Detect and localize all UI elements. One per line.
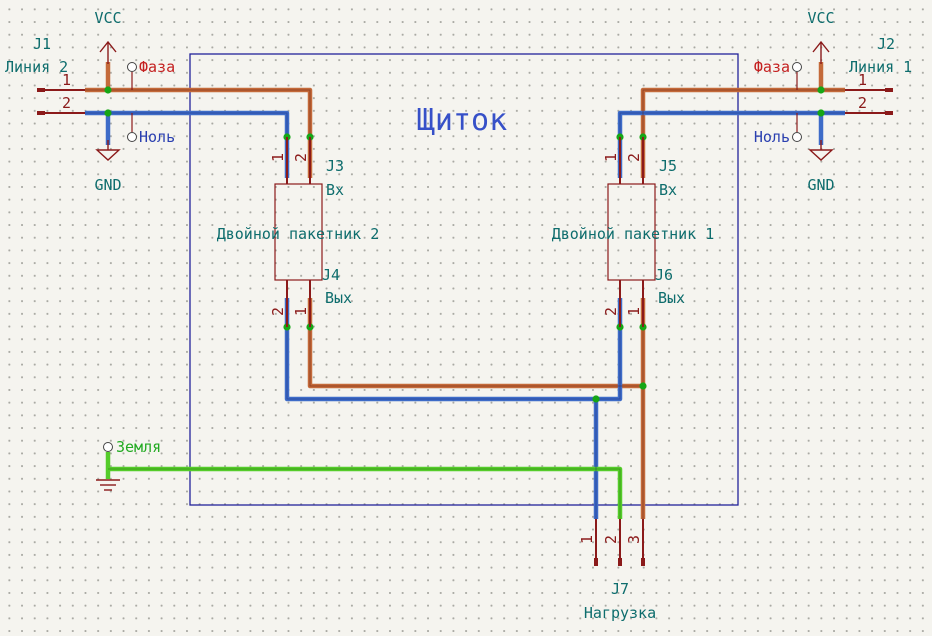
earth-wire-core (108, 468, 621, 519)
shield-frame (189, 53, 739, 506)
vcc-left-label: VCC (94, 9, 121, 27)
j1-pin-1-number: 1 (62, 71, 71, 89)
vcc-right-symbol[interactable]: VCC (807, 9, 835, 64)
j7-pin-2-end (618, 558, 622, 566)
phase-wire-line2 (85, 87, 313, 178)
j2-pin-2-number: 2 (858, 94, 867, 112)
earth-ground-icon (96, 479, 120, 491)
j7-pin-3-number: 3 (625, 535, 643, 544)
j4-value: Вых (325, 289, 352, 307)
j3-ref: J3 (326, 157, 344, 175)
j5-pins (619, 137, 644, 184)
j6-pins (619, 280, 644, 327)
net-label-phase-right[interactable]: Фаза (754, 58, 802, 90)
net-label-circle-icon (103, 442, 113, 452)
junction-dot (817, 86, 825, 94)
j4-pins (286, 280, 311, 327)
j1-pin-2-number: 2 (62, 94, 71, 112)
j2-pin-2-end (885, 111, 893, 115)
j5-pin-2-number: 2 (625, 153, 643, 162)
net-label-phase-left[interactable]: Фаза (127, 58, 176, 90)
switch-1-body (607, 183, 656, 281)
switch-2-body (274, 183, 323, 281)
net-label-earth[interactable]: Земля (96, 438, 161, 491)
vcc-left-symbol[interactable]: VCC (94, 9, 122, 64)
j6-ref: J6 (655, 266, 673, 284)
j3-pins (286, 137, 311, 184)
j1-value: Линия 2 (5, 58, 68, 76)
neutral-wire-cores (85, 112, 845, 519)
j7-ref: J7 (611, 580, 629, 598)
j1-pin-1-end (37, 88, 45, 92)
j2-ref: J2 (877, 35, 895, 53)
switch-2-label: Двойной пакетник 2 (217, 225, 380, 243)
j7-pin-3-end (641, 558, 645, 566)
connector-j7[interactable]: 1 2 3 J7 Нагрузка (578, 519, 656, 622)
phase-right-label: Фаза (754, 58, 790, 76)
connector-j2[interactable]: J2 Линия 1 1 2 (845, 35, 912, 115)
earth-wires (105, 452, 623, 519)
neutral-wire-return (593, 298, 623, 519)
j7-pin-1-end (594, 558, 598, 566)
junction-dot (104, 86, 112, 94)
junction-dot (817, 109, 825, 117)
j3-pin-1-number: 1 (269, 153, 287, 162)
j2-pin-1-end (885, 88, 893, 92)
junction-dot (592, 395, 600, 403)
switch-2[interactable]: 1 2 2 1 J3 Вх J4 Вых Двойной пакетник 2 (217, 137, 380, 327)
neutral-left-label: Ноль (139, 128, 175, 146)
j7-pin-1-number: 1 (578, 535, 596, 544)
gnd-left-symbol[interactable]: GND (94, 140, 122, 194)
j6-pin-2-number: 2 (602, 307, 620, 316)
j7-value: Нагрузка (584, 604, 656, 622)
phase-left-label: Фаза (139, 58, 175, 76)
j7-pin-2-number: 2 (602, 535, 620, 544)
gnd-left-label: GND (94, 176, 121, 194)
net-label-circle-icon (792, 132, 802, 142)
connector-j1[interactable]: J1 Линия 2 1 2 (5, 35, 85, 115)
ground-triangle-icon (95, 149, 121, 161)
junction-dot (639, 382, 647, 390)
gnd-right-label: GND (807, 176, 834, 194)
gnd-right-symbol[interactable]: GND (807, 140, 835, 194)
ground-triangle-icon (808, 149, 834, 161)
earth-label: Земля (116, 438, 161, 456)
vcc-right-label: VCC (807, 9, 834, 27)
neutral-wires (85, 110, 845, 519)
j5-pin-1-number: 1 (602, 153, 620, 162)
j5-ref: J5 (659, 157, 677, 175)
j1-pin-2-end (37, 111, 45, 115)
net-label-circle-icon (127, 132, 137, 142)
j2-pin-1-number: 1 (858, 71, 867, 89)
j3-pin-2-number: 2 (292, 153, 310, 162)
neutral-right-label: Ноль (754, 128, 790, 146)
net-label-circle-icon (792, 62, 802, 72)
neutral-wire-line2 (85, 110, 290, 178)
neutral-wire-line1 (617, 110, 845, 178)
phase-wire-bridge (307, 298, 643, 389)
j4-pin-1-number: 1 (292, 307, 310, 316)
junction-dot (104, 109, 112, 117)
phase-wire-cores (85, 89, 845, 519)
j1-ref: J1 (33, 35, 51, 53)
j4-ref: J4 (322, 266, 340, 284)
switch-1[interactable]: 1 2 2 1 J5 Вх J6 Вых Двойной пакетник 1 (552, 137, 715, 327)
j4-pin-2-number: 2 (269, 307, 287, 316)
junctions (104, 86, 825, 403)
net-label-neutral-left[interactable]: Ноль (127, 113, 176, 146)
net-label-neutral-right[interactable]: Ноль (754, 113, 802, 146)
j2-value: Линия 1 (849, 58, 912, 76)
j5-value: Вх (659, 181, 677, 199)
net-label-circle-icon (127, 62, 137, 72)
shield-title: Щиток (417, 103, 507, 138)
j6-pin-1-number: 1 (625, 307, 643, 316)
switch-1-label: Двойной пакетник 1 (552, 225, 715, 243)
earth-wire (108, 466, 623, 519)
j6-value: Вых (658, 289, 685, 307)
j3-value: Вх (326, 181, 344, 199)
